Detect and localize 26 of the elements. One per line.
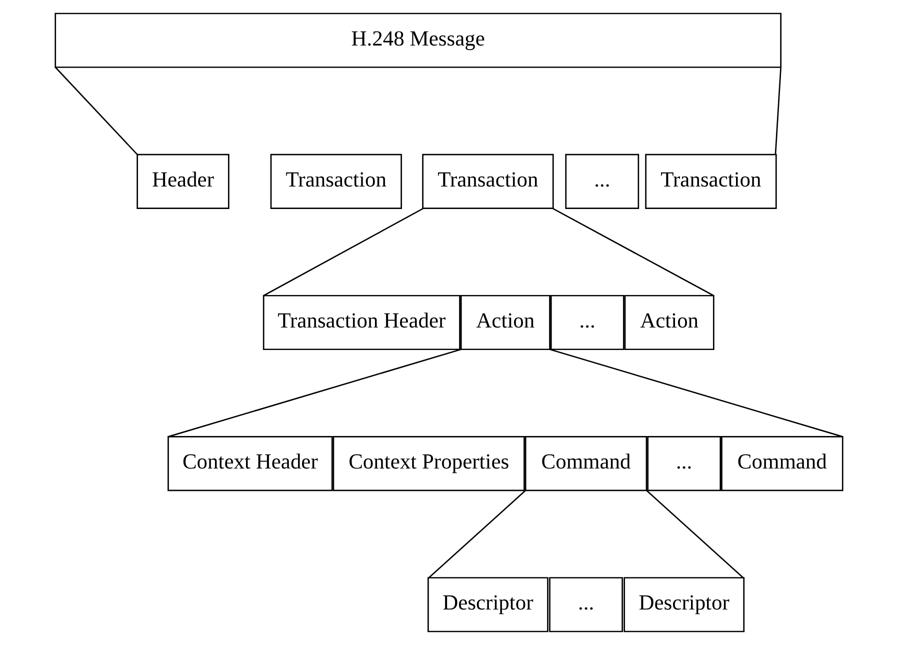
node-box: ... [647, 436, 722, 492]
connector [774, 67, 782, 155]
node-box: Header [136, 154, 230, 209]
node-box: ... [565, 154, 640, 209]
node-box: Transaction [645, 154, 777, 209]
connector [428, 490, 526, 578]
node-box: Action [460, 294, 550, 350]
node-box: Command [721, 436, 844, 492]
connector [54, 66, 138, 156]
node-box: ... [549, 577, 623, 632]
node-box: H.248 Message [54, 12, 782, 68]
node-box: Command [524, 436, 648, 492]
connector [646, 490, 744, 578]
node-box: Context Properties [332, 436, 525, 492]
connector [552, 208, 714, 296]
connector [550, 348, 843, 438]
node-box: Descriptor [428, 577, 548, 632]
node-box: Context Header [168, 436, 333, 492]
node-box: Transaction [270, 154, 402, 209]
connector [263, 208, 424, 296]
node-box: Action [624, 294, 714, 350]
node-box: Descriptor [624, 577, 745, 632]
connector [168, 348, 462, 438]
node-box: Transaction Header [262, 294, 460, 350]
node-box: Transaction [422, 154, 554, 209]
node-box: ... [550, 294, 624, 350]
